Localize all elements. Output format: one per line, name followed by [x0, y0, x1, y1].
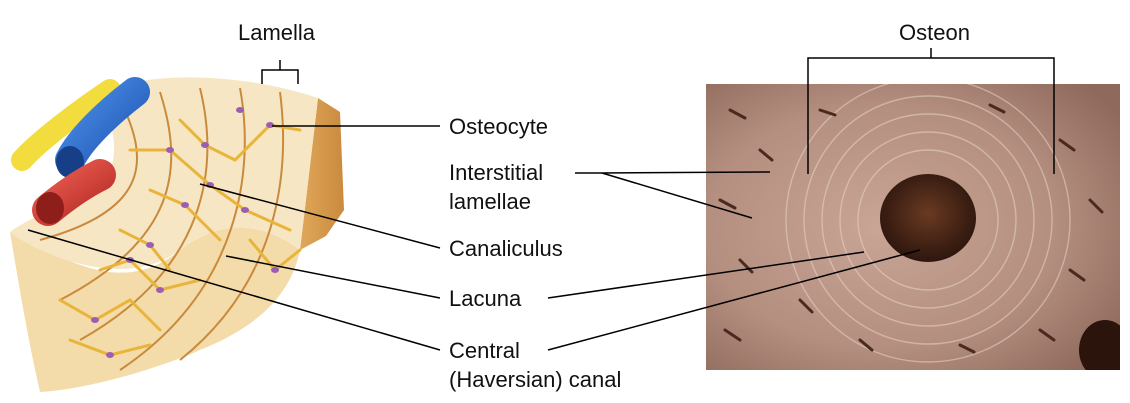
label-osteon: Osteon: [899, 20, 970, 46]
label-osteocyte: Osteocyte: [449, 114, 548, 140]
micrograph-central-canal: [880, 174, 976, 262]
label-lacuna: Lacuna: [449, 286, 521, 312]
label-interstitial-line2: lamellae: [449, 189, 531, 215]
micrograph-dark-spot: [1079, 320, 1130, 380]
label-interstitial-line1: Interstitial: [449, 160, 543, 186]
artery-lumen: [36, 192, 64, 224]
label-central-line2: (Haversian) canal: [449, 367, 621, 393]
osteon-micrograph: [706, 78, 1130, 380]
label-lamella: Lamella: [238, 20, 315, 46]
label-canaliculus: Canaliculus: [449, 236, 563, 262]
label-central-line1: Central: [449, 338, 520, 364]
lamella-bracket: [262, 60, 298, 84]
compact-bone-illustration: [10, 77, 344, 392]
